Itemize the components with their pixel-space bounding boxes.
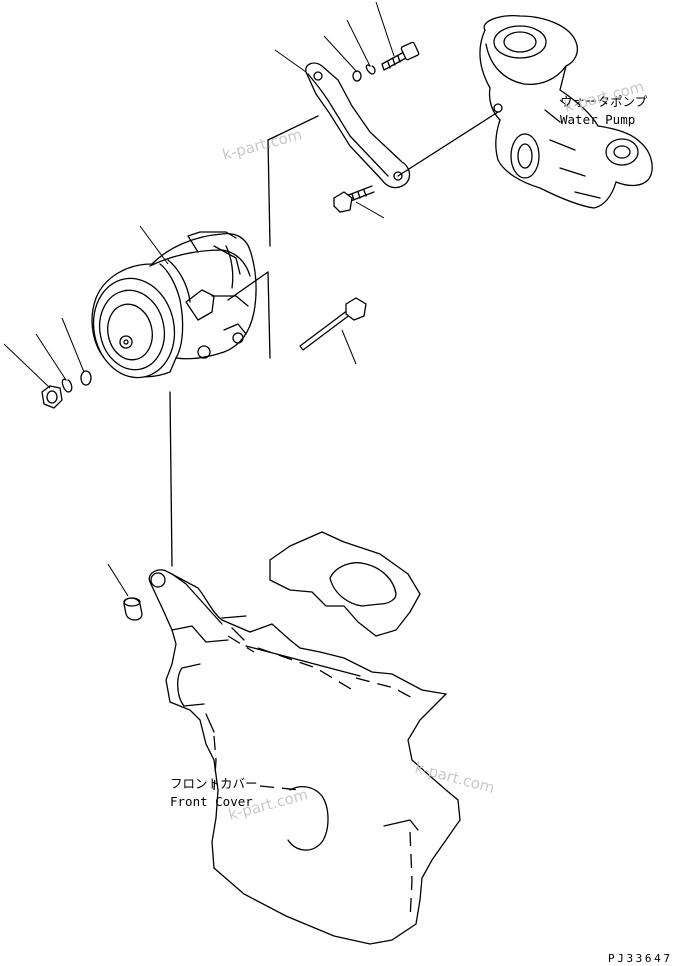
flat-washer-top bbox=[323, 35, 362, 82]
water-pump bbox=[479, 15, 653, 209]
spring-washer-top bbox=[346, 19, 376, 75]
adjusting-stay bbox=[267, 49, 499, 247]
water-pump-label-jp: ウォータポンプ bbox=[560, 94, 648, 109]
water-pump-label-en: Water Pump bbox=[560, 112, 635, 127]
long-bolt bbox=[299, 297, 367, 365]
watermark-2: k-part.com bbox=[562, 77, 646, 116]
drawing-number: PJ33647 bbox=[608, 952, 673, 965]
spring-washer-left bbox=[35, 333, 73, 393]
alternator bbox=[91, 225, 271, 379]
spacer bbox=[107, 563, 143, 621]
bolt-stay bbox=[333, 185, 385, 219]
front-cover bbox=[148, 531, 461, 945]
front-cover-label-jp: フロントカバー bbox=[170, 776, 258, 791]
watermark-1: k-part.com bbox=[220, 125, 304, 164]
bolt-top bbox=[375, 1, 420, 71]
front-cover-label-en: Front Cover bbox=[170, 794, 253, 809]
mount-line bbox=[169, 391, 173, 567]
nut-left bbox=[3, 343, 63, 409]
flat-washer-left bbox=[61, 317, 92, 386]
